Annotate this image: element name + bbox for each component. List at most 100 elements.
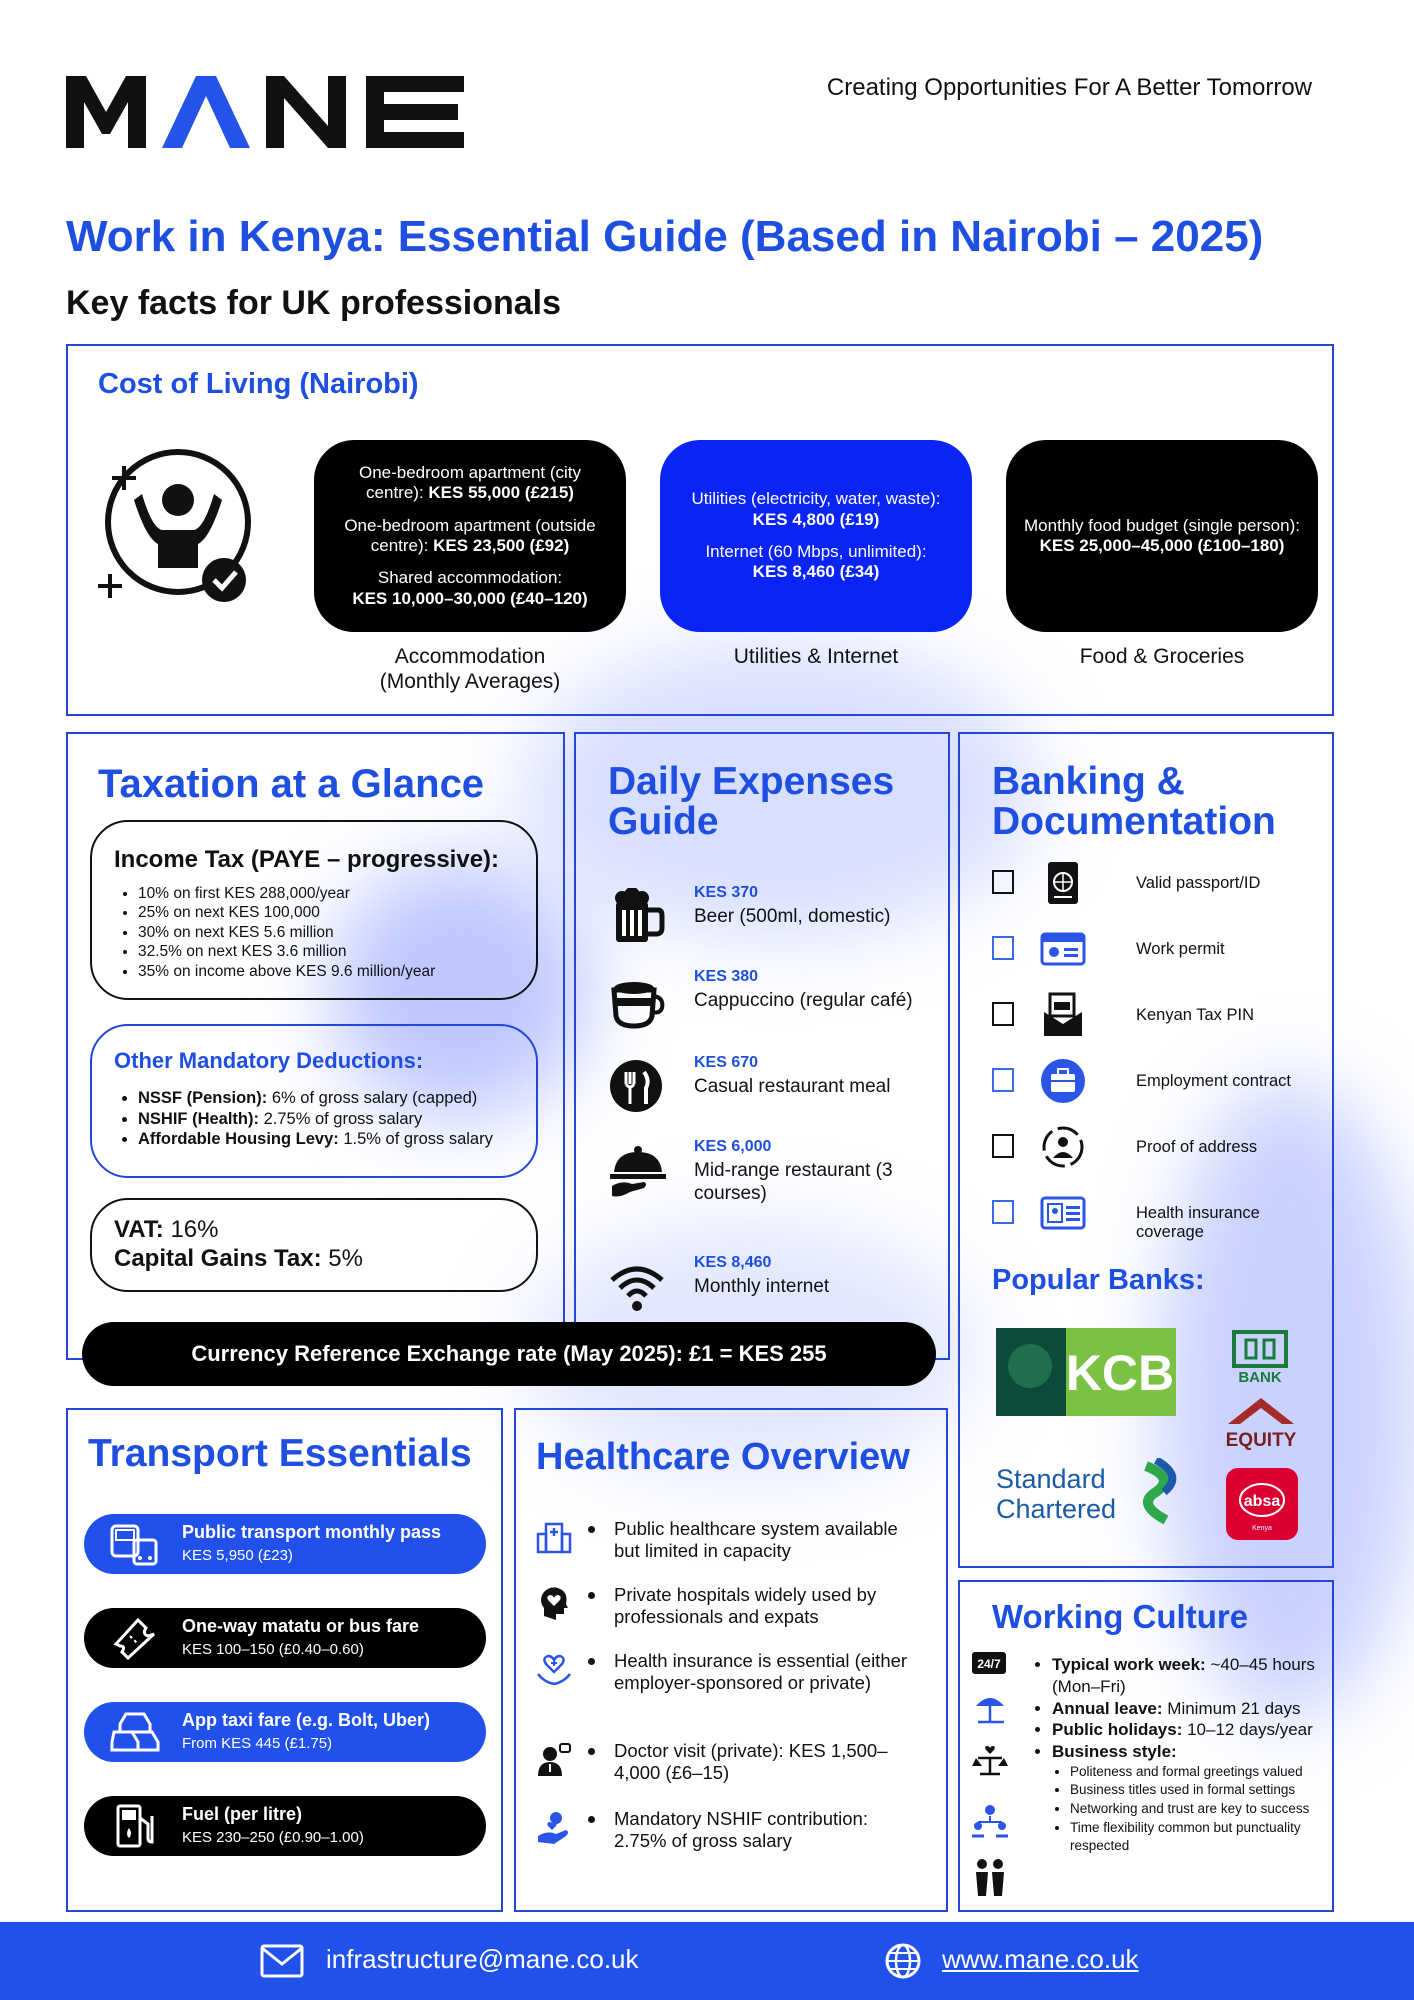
ticket-icon bbox=[113, 1617, 156, 1661]
culture-value: 10–12 days/year bbox=[1187, 1720, 1313, 1740]
bullet bbox=[588, 1526, 595, 1533]
expense-amount: KES 8,460 bbox=[694, 1254, 772, 1271]
expense-item: KES 8,460 Monthly internet bbox=[608, 1254, 948, 1324]
business-style-point: Business titles used in formal settings bbox=[1070, 1781, 1328, 1800]
transport-title: Transport Essentials bbox=[88, 1432, 472, 1475]
card-item-value: KES 23,500 (£92) bbox=[433, 536, 570, 555]
expense-item: KES 380 Cappuccino (regular café) bbox=[608, 968, 948, 1038]
absa-logo: absa Kenya bbox=[1226, 1468, 1298, 1540]
card-item-value: KES 10,000–30,000 (£40–120) bbox=[352, 588, 588, 608]
doc-item-health-insurance[interactable]: Health insurance coverage bbox=[992, 1190, 1332, 1241]
svg-text:absa: absa bbox=[1244, 1493, 1281, 1510]
healthcare-title: Healthcare Overview bbox=[536, 1436, 910, 1478]
healthcare-text: Private hospitals widely used by profess… bbox=[614, 1584, 877, 1628]
checkbox[interactable] bbox=[992, 1200, 1014, 1224]
utilities-caption: Utilities & Internet bbox=[733, 645, 899, 668]
doctor-icon bbox=[538, 1743, 571, 1776]
transport-item: App taxi fare (e.g. Bolt, Uber) From KES… bbox=[84, 1702, 486, 1762]
bus-tram-icon bbox=[110, 1524, 158, 1566]
card-item-label: Internet (60 Mbps, unlimited): bbox=[705, 542, 927, 561]
culture-item: Business style: Politeness and formal gr… bbox=[1052, 1741, 1328, 1856]
kcb-logo: KCB bbox=[996, 1328, 1176, 1416]
tax-band: 10% on first KES 288,000/year bbox=[138, 884, 514, 903]
expense-label: Mid-range restaurant (3 courses) bbox=[694, 1160, 893, 1204]
culture-item: Annual leave: Minimum 21 days bbox=[1052, 1698, 1328, 1720]
doc-item-work-permit[interactable]: Work permit bbox=[992, 926, 1332, 974]
business-style-point: Time flexibility common but punctuality … bbox=[1070, 1819, 1328, 1856]
cost-of-living-title: Cost of Living (Nairobi) bbox=[98, 368, 419, 400]
svg-text:EQUITY: EQUITY bbox=[1226, 1430, 1297, 1450]
culture-value: ~40–45 hours (Mon–Fri) bbox=[1052, 1655, 1315, 1696]
transport-item-detail: KES 100–150 (£0.40–0.60) bbox=[182, 1641, 364, 1658]
business-style-list: Politeness and formal greetings valued B… bbox=[1052, 1763, 1328, 1856]
working-culture-title: Working Culture bbox=[992, 1598, 1249, 1635]
expense-item: KES 6,000 Mid-range restaurant (3 course… bbox=[608, 1138, 948, 1208]
checkbox[interactable] bbox=[992, 936, 1014, 960]
coffee-cup-icon bbox=[611, 982, 665, 1029]
footer-website-link[interactable]: www.mane.co.uk bbox=[942, 1944, 1139, 1974]
svg-text:Standard: Standard bbox=[996, 1464, 1106, 1494]
healthcare-section: Healthcare Overview Public healthcare sy… bbox=[514, 1408, 948, 1912]
transport-item-title: Public transport monthly pass bbox=[182, 1522, 442, 1542]
doc-item-passport[interactable]: Valid passport/ID bbox=[992, 860, 1332, 908]
checkbox[interactable] bbox=[992, 1002, 1014, 1026]
taxi-cars-icon bbox=[110, 1712, 160, 1752]
card-item-value: KES 8,460 (£34) bbox=[752, 562, 880, 582]
svg-text:BANK: BANK bbox=[1238, 1369, 1281, 1384]
doc-item-tax-pin[interactable]: Kenyan Tax PIN bbox=[992, 992, 1332, 1040]
banking-title: Banking & Documentation bbox=[992, 761, 1276, 842]
culture-item: Typical work week: ~40–45 hours (Mon–Fri… bbox=[1052, 1654, 1328, 1698]
doc-label: Kenyan Tax PIN bbox=[1136, 1006, 1255, 1024]
accommodation-caption: Accommodation (Monthly Averages) bbox=[314, 644, 626, 694]
deduction-value: 1.5% of gross salary bbox=[343, 1130, 493, 1149]
briefcase-icon bbox=[1041, 1059, 1085, 1103]
working-culture-icons: 24/7 bbox=[972, 1652, 1008, 1896]
checkbox[interactable] bbox=[992, 1068, 1014, 1092]
doc-item-contract[interactable]: Employment contract bbox=[992, 1058, 1332, 1106]
tax-band: 32.5% on next KES 3.6 million bbox=[138, 942, 514, 961]
transport-section: Transport Essentials Public transport mo… bbox=[66, 1408, 503, 1912]
head-heart-icon bbox=[541, 1587, 568, 1620]
passport-icon bbox=[1048, 862, 1078, 904]
id-card-icon bbox=[1040, 932, 1086, 966]
working-culture-list: Typical work week: ~40–45 hours (Mon–Fri… bbox=[1028, 1654, 1328, 1856]
deduction-value: 2.75% of gross salary bbox=[263, 1109, 423, 1128]
transport-item-detail: From KES 445 (£1.75) bbox=[182, 1735, 333, 1752]
expense-amount: KES 380 bbox=[694, 968, 759, 985]
title-line: Daily Expenses bbox=[608, 760, 895, 803]
equity-bank-logo: EQUITY bbox=[1226, 1398, 1297, 1450]
checkbox[interactable] bbox=[992, 870, 1014, 894]
culture-value: Minimum 21 days bbox=[1167, 1698, 1301, 1718]
vat-label: VAT: bbox=[114, 1216, 164, 1243]
transport-item: Public transport monthly pass KES 5,950 … bbox=[84, 1514, 486, 1574]
checkbox[interactable] bbox=[992, 1134, 1014, 1158]
expense-amount: KES 670 bbox=[694, 1054, 759, 1071]
standard-chartered-logo: Standard Chartered bbox=[996, 1458, 1177, 1525]
deduction-value: 6% of gross salary (capped) bbox=[271, 1089, 478, 1107]
culture-label: Annual leave: bbox=[1052, 1698, 1163, 1718]
doc-label: Work permit bbox=[1136, 940, 1225, 958]
happy-person-check-icon bbox=[98, 449, 251, 602]
footer-email-link[interactable]: infrastructure@mane.co.uk bbox=[326, 1944, 639, 1974]
beer-mug-icon bbox=[615, 888, 665, 942]
insurance-card-icon bbox=[1040, 1196, 1086, 1230]
food-caption: Food & Groceries bbox=[1079, 645, 1245, 668]
globe-icon bbox=[885, 1943, 921, 1979]
doc-label: Health insurance coverage bbox=[1136, 1204, 1260, 1241]
transport-item-title: One-way matatu or bus fare bbox=[182, 1616, 420, 1636]
fuel-pump-icon bbox=[116, 1804, 154, 1848]
culture-label: Public holidays: bbox=[1052, 1720, 1183, 1740]
caption-line: (Monthly Averages) bbox=[379, 670, 561, 694]
expense-item: KES 370 Beer (500ml, domestic) bbox=[608, 884, 948, 954]
card-item-label: Utilities (electricity, water, waste): bbox=[691, 489, 941, 509]
card-item-label: One-bedroom apartment (city centre): bbox=[358, 462, 582, 503]
vat-cgt-panel: VAT: 16% Capital Gains Tax: 5% bbox=[90, 1198, 538, 1292]
doc-item-address[interactable]: Proof of address bbox=[992, 1124, 1332, 1172]
expense-amount: KES 370 bbox=[694, 884, 759, 901]
page-subtitle: Key facts for UK professionals bbox=[66, 284, 562, 322]
deduction-item: NSHIF (Health): 2.75% of gross salary bbox=[138, 1109, 514, 1130]
banking-section: Banking & Documentation Valid passport/I… bbox=[958, 732, 1334, 1568]
title-line: Guide bbox=[608, 800, 719, 844]
working-culture-section: Working Culture 24/7 Typical work week: bbox=[958, 1580, 1334, 1912]
cgt-value: 5% bbox=[328, 1244, 363, 1272]
